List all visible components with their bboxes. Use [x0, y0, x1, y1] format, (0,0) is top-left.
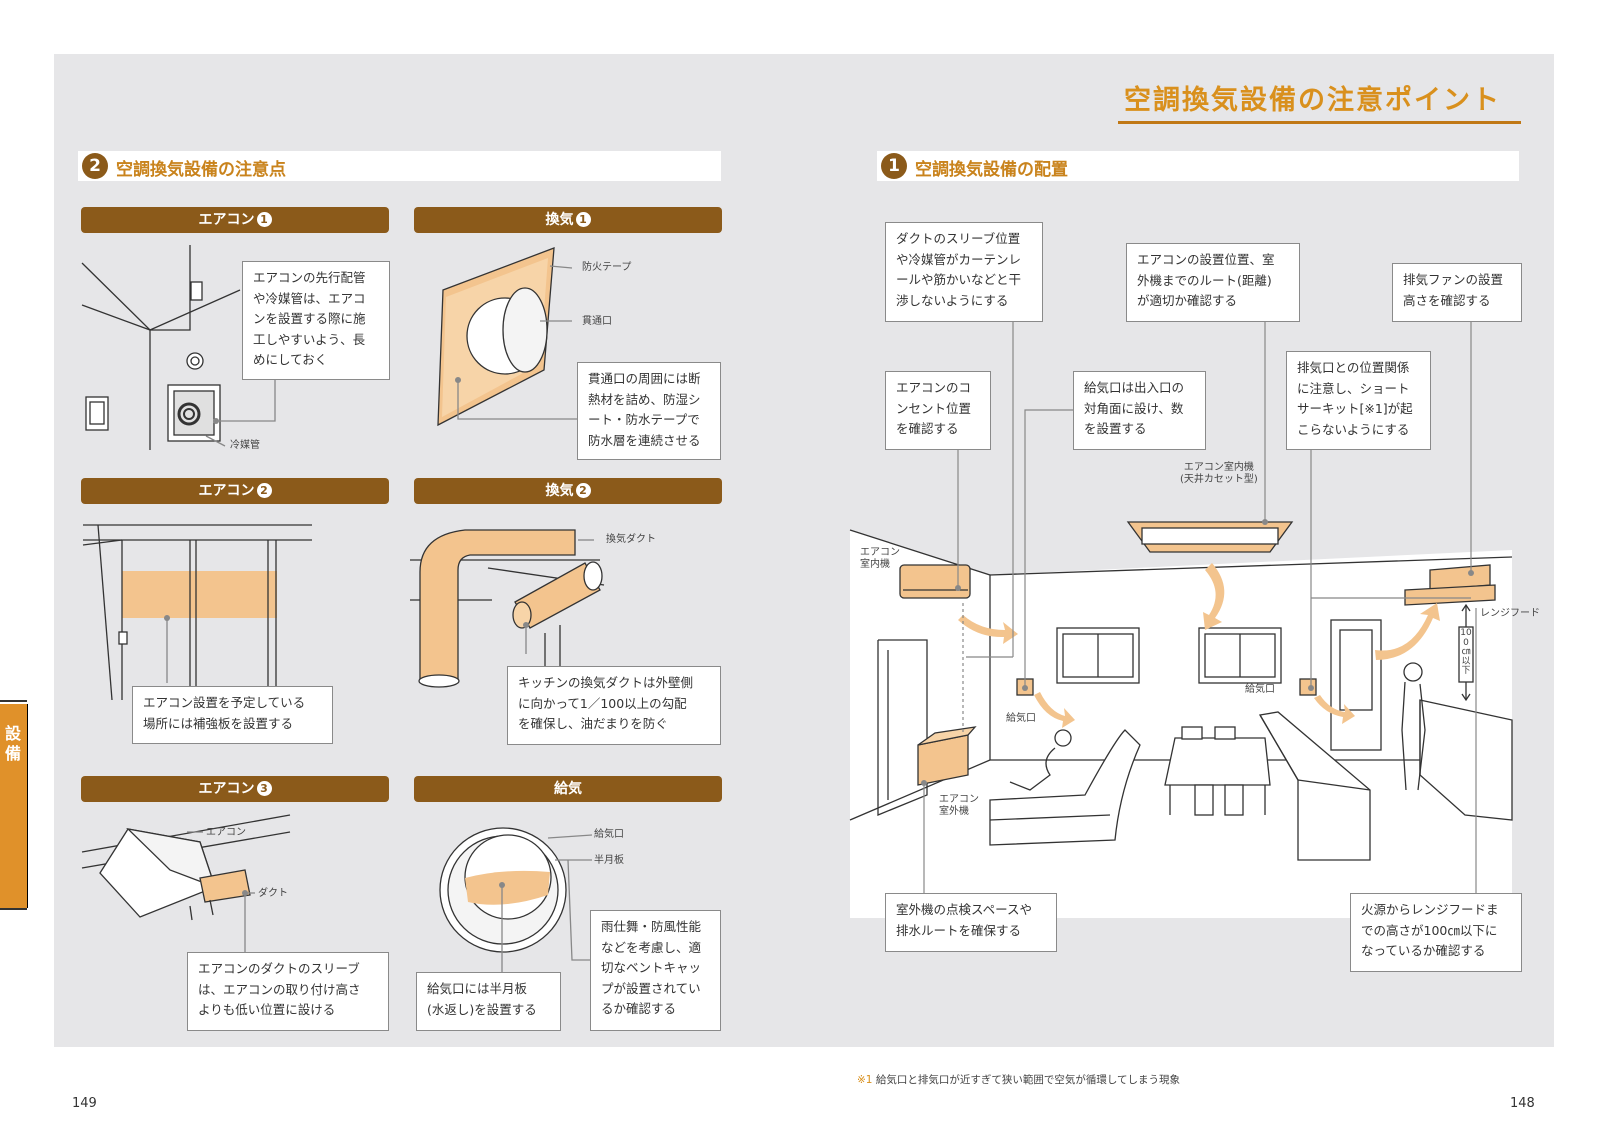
- note-supply-cap: 雨仕舞・防風性能 などを考慮し、適 切なベントキャッ プが設置されてい るか確認…: [590, 910, 721, 1031]
- height-dimension: [1458, 603, 1474, 702]
- page-number-right: 148: [1510, 1096, 1535, 1111]
- page-title: 空調換気設備の注意ポイント: [1124, 85, 1501, 116]
- aircon-sleeve-illustration: [81, 814, 291, 955]
- card-bar-label: エアコン: [198, 212, 255, 228]
- side-tab-rule: [0, 700, 27, 702]
- card-badge: 3: [256, 781, 272, 796]
- note-aircon-1: エアコンの先行配管 や冷媒管は、エアコ ンを設置する際に施 工しやすいよう、長 …: [242, 261, 390, 380]
- label-refrigerant-pipe: 冷媒管: [230, 440, 260, 451]
- label-vent-duct: 換気ダクト: [606, 534, 656, 545]
- section-1-header: 1 空調換気設備の配置: [877, 151, 1519, 181]
- note-vent-2: キッチンの換気ダクトは外壁側 に向かって1／100以上の勾配 を確保し、油だまり…: [507, 666, 721, 745]
- card-badge: 2: [256, 483, 272, 498]
- card-bar-label: 換気: [545, 483, 574, 499]
- side-tab: 設備: [0, 704, 28, 908]
- note-exhaust-fan-height: 排気ファンの設置 高さを確認する: [1392, 263, 1522, 322]
- room-illustration: [849, 521, 1513, 918]
- label-range-hood: レンジフード: [1480, 608, 1540, 619]
- label-fire-tape: 防火テープ: [582, 262, 632, 273]
- label-half-moon-plate: 半月板: [594, 855, 624, 866]
- label-wall-indoor-unit: エアコン 室内機: [860, 547, 900, 570]
- section-1-number: 1: [881, 153, 907, 179]
- card-bar-label: エアコン: [198, 483, 255, 499]
- note-vent-1: 貫通口の周囲には断 熱材を詰め、防湿シ ート・防水テープで 防水層を連続させる: [577, 362, 721, 460]
- note-short-circuit: 排気口との位置関係 に注意し、ショート サーキット[※1]が起 こらないようにす…: [1286, 351, 1431, 450]
- note-range-hood-height: 火源からレンジフードま での高さが100㎝以下に なっているか確認する: [1350, 893, 1522, 972]
- label-outdoor-unit: エアコン 室外機: [939, 794, 979, 817]
- vent-cap-illustration: [439, 827, 593, 973]
- note-outlet-position: エアコンのコ ンセント位置 を確認する: [885, 371, 991, 450]
- card-bar-label: エアコン: [198, 781, 255, 797]
- room-leader-lines: [923, 322, 1477, 893]
- label-supply-vent: 給気口: [594, 829, 624, 840]
- section-2-number: 2: [82, 153, 108, 179]
- note-aircon-route: エアコンの設置位置、室 外機までのルート(距離) が適切か確認する: [1126, 243, 1300, 322]
- label-aircon: エアコン: [206, 827, 246, 838]
- label-supply-left: 給気口: [1006, 713, 1036, 724]
- card-bar-label: 換気: [545, 212, 574, 228]
- note-sleeve-position: ダクトのスリーブ位置 や冷媒管がカーテンレ ールや筋かいなどと干 渉しないように…: [885, 222, 1043, 322]
- section-1-label: 空調換気設備の配置: [915, 160, 1068, 180]
- label-penetration: 貫通口: [582, 316, 612, 327]
- label-supply-right: 給気口: [1245, 684, 1275, 695]
- note-supply: 給気口には半月板 (水返し)を設置する: [416, 972, 561, 1031]
- title-underline: [1118, 121, 1521, 124]
- note-aircon-3: エアコンのダクトのスリーブ は、エアコンの取り付け高さ よりも低い位置に設ける: [187, 952, 389, 1031]
- footnote-text: 給気口と排気口が近すぎて狭い範囲で空気が循環してしまう現象: [875, 1074, 1181, 1086]
- note-outdoor-unit-space: 室外機の点検スペースや 排水ルートを確保する: [885, 893, 1057, 952]
- section-2-label: 空調換気設備の注意点: [116, 160, 286, 180]
- penetration-illustration: [437, 247, 578, 427]
- note-aircon-2: エアコン設置を予定している 場所には補強板を設置する: [132, 686, 333, 744]
- card-bar-label: 給気: [554, 781, 582, 797]
- kitchen-duct-illustration: [410, 529, 605, 700]
- side-tab-rule-bottom: [0, 908, 27, 910]
- reinforcement-board-illustration: [82, 524, 312, 701]
- section-2-header: 2 空調換気設備の注意点: [78, 151, 721, 181]
- leader-dots: [164, 377, 1474, 896]
- card-badge: 2: [575, 483, 591, 498]
- page-number-left: 149: [72, 1096, 97, 1111]
- card-badge: 1: [256, 212, 272, 227]
- wall-corner-illustration: [81, 245, 276, 450]
- note-supply-position: 給気口は出入口の 対角面に設け、数 を設置する: [1073, 371, 1206, 450]
- label-duct: ダクト: [258, 888, 288, 899]
- side-tab-label: 設備: [5, 724, 22, 763]
- footnote-mark: ※1: [857, 1074, 873, 1086]
- card-badge: 1: [575, 212, 591, 227]
- footnote: ※1 給気口と排気口が近すぎて狭い範囲で空気が循環してしまう現象: [857, 1072, 1180, 1087]
- label-height-100cm: 100㎝以下: [1460, 628, 1472, 676]
- label-ceiling-cassette: エアコン室内機 (天井カセット型): [1180, 462, 1258, 485]
- card-bar-supply: 給気: [414, 776, 722, 802]
